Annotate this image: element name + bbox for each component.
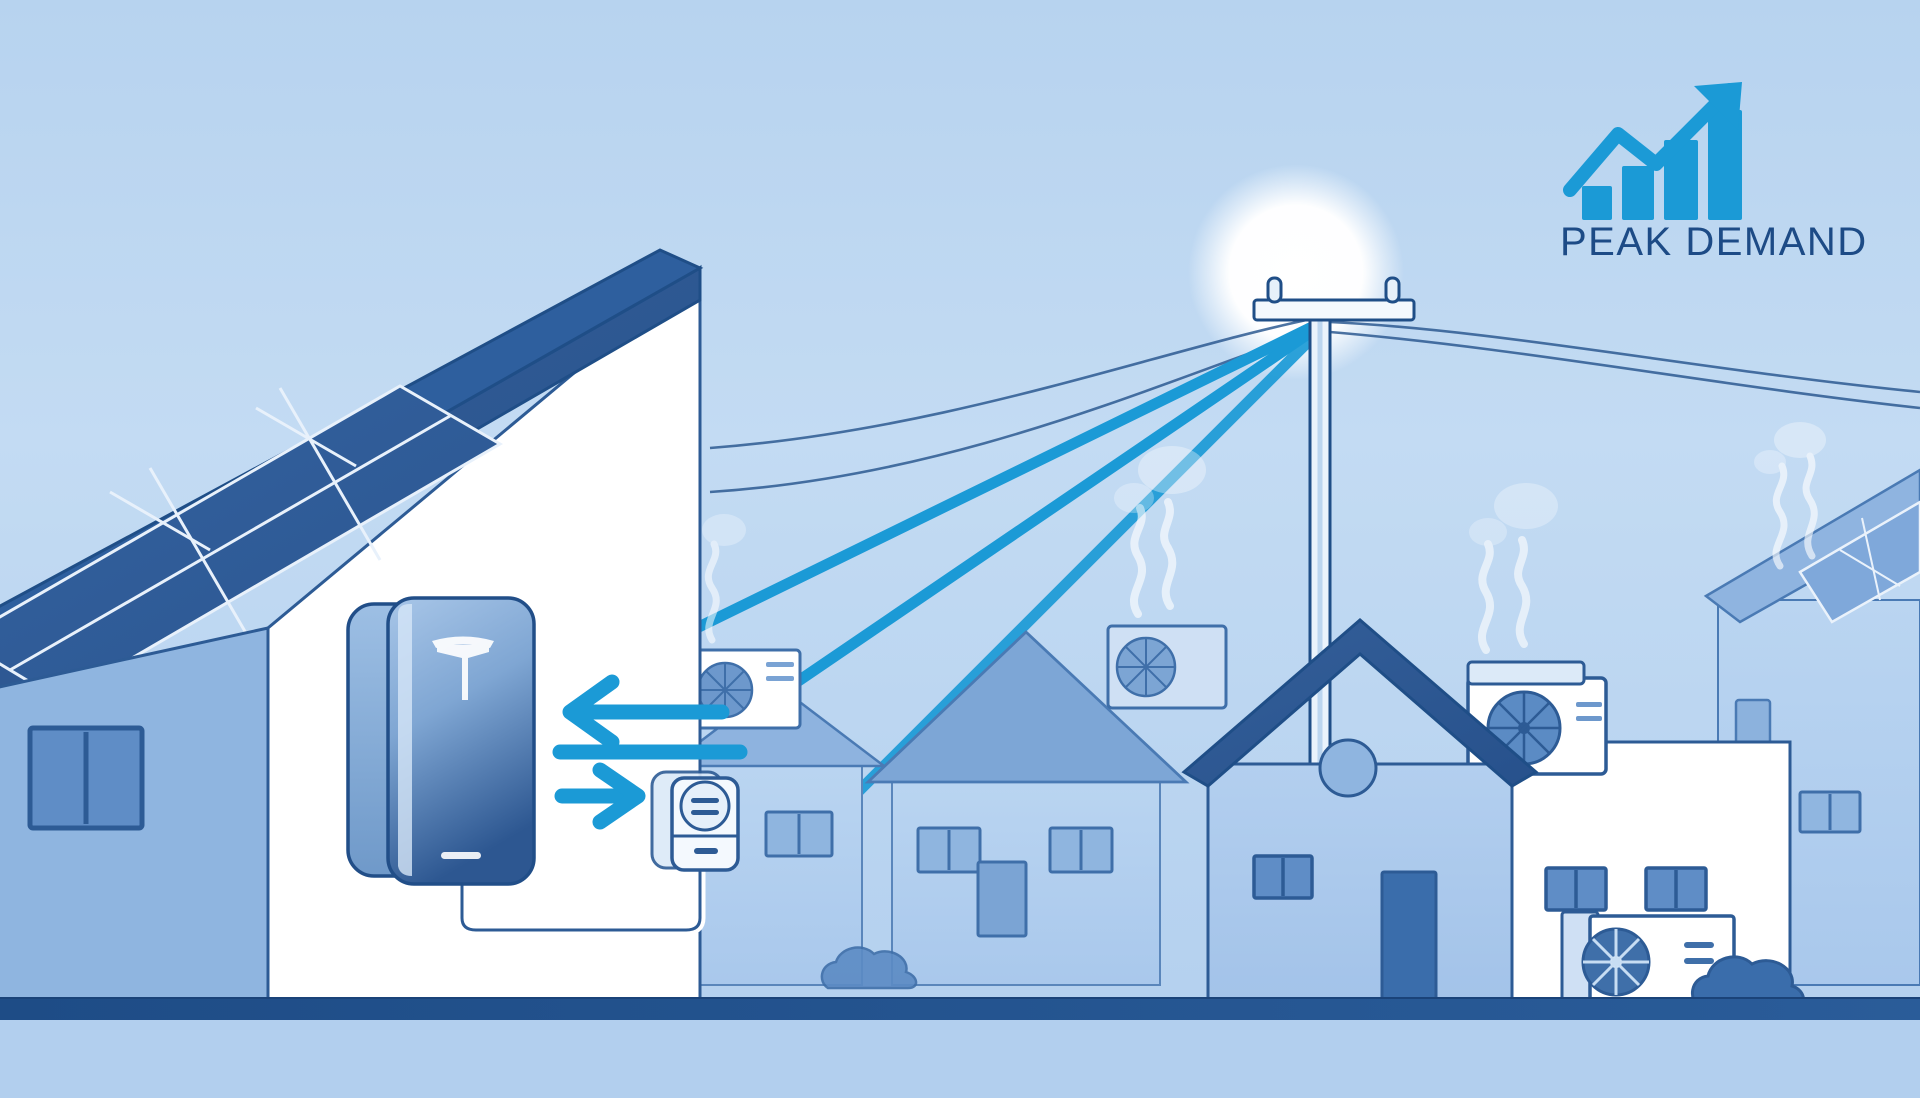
meter-dial: [679, 780, 731, 832]
bush-left: [820, 946, 918, 990]
heat-wisp-right: [1469, 483, 1558, 654]
sun-glow: [1188, 164, 1404, 380]
brand-label: PEAK DEMAND: [1560, 220, 1868, 264]
logo-trend-arrow: [1563, 83, 1737, 197]
logo-bar-4: [1708, 110, 1742, 220]
bush-right: [1691, 955, 1805, 1010]
electric-meter-box: [650, 770, 740, 872]
door-main: [1380, 870, 1438, 1002]
flow-arrows: [552, 674, 748, 830]
crossarm: [1252, 298, 1416, 322]
house-bg-2: [864, 624, 1228, 986]
insulator-left: [1266, 276, 1283, 304]
ground-plane: [0, 1020, 1920, 1098]
peak-demand-logo: PEAK DEMAND: [1560, 78, 1868, 278]
logo-bars: [1582, 110, 1742, 220]
logo-bar-3: [1664, 140, 1698, 220]
heat-wisp-far-right: [1754, 422, 1826, 570]
heat-wisp-center: [1114, 446, 1206, 618]
insulator-right: [1384, 276, 1401, 304]
tesla-t-logo: [432, 636, 494, 700]
solar-array-far-right-roof: [1798, 500, 1920, 624]
battery-status-indicator: [441, 852, 481, 859]
heat-wisp-left: [702, 514, 746, 644]
solar-array-main-roof: [0, 314, 503, 702]
door-bg-2: [976, 860, 1028, 938]
logo-bar-1: [1582, 186, 1612, 220]
logo-bar-2: [1622, 166, 1654, 220]
tesla-powerwall-battery: [346, 596, 536, 886]
logo-arrow-head: [1694, 82, 1742, 130]
gable-vent: [1318, 738, 1378, 798]
rising-bar-chart-arrow-logo: [1563, 82, 1742, 220]
ground-line: [0, 997, 1920, 1023]
home-to-grid-arrow: [554, 762, 646, 830]
grid-to-home-arrow: [562, 674, 730, 750]
battery-conduit: [456, 862, 706, 936]
